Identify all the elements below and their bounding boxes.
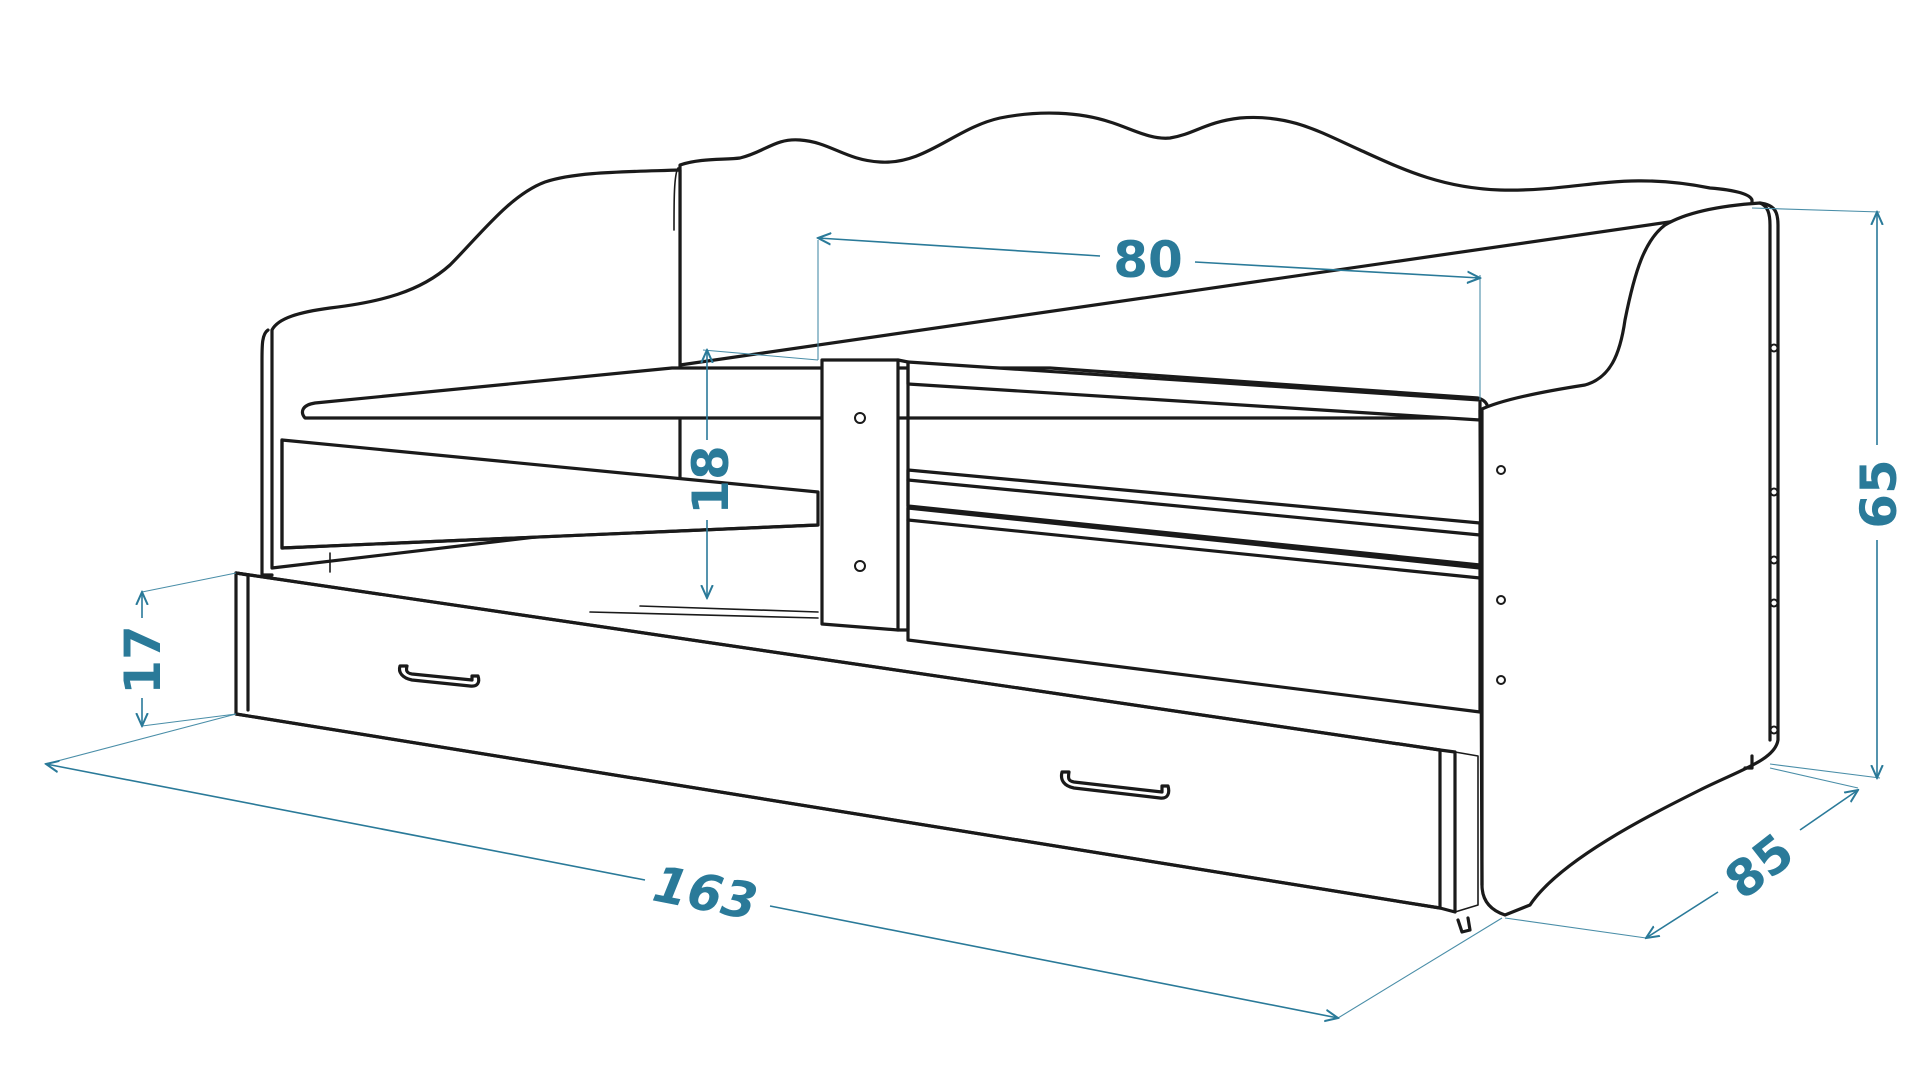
dim-drawer-height: 17: [114, 572, 237, 726]
armrest-screws: [1496, 343, 1779, 735]
dim-total-height: 65: [1751, 207, 1908, 778]
dim-label-drawer-height: 17: [114, 625, 172, 695]
dim-guard-length: 80: [818, 231, 1480, 400]
back-panel: [678, 111, 1754, 367]
safety-guard: [820, 358, 910, 632]
drawer-handle-right: [1059, 770, 1171, 800]
dim-guard-height: 18: [682, 350, 819, 598]
bed-illustration: [234, 111, 1780, 934]
drawer-handle-left: [397, 664, 481, 688]
guard-screw-bottom: [854, 560, 866, 572]
dim-label-total-height: 65: [1850, 459, 1908, 529]
dim-label-total-length: 163: [648, 855, 762, 932]
left-armrest-edge: [260, 328, 274, 577]
guard-screw-top: [854, 412, 866, 424]
right-armrest: [1478, 201, 1780, 917]
dim-label-total-width: 85: [1714, 822, 1805, 911]
dim-label-guard-height: 18: [682, 445, 740, 515]
dim-label-guard-length: 80: [1113, 231, 1183, 289]
drawer: [234, 571, 1479, 934]
